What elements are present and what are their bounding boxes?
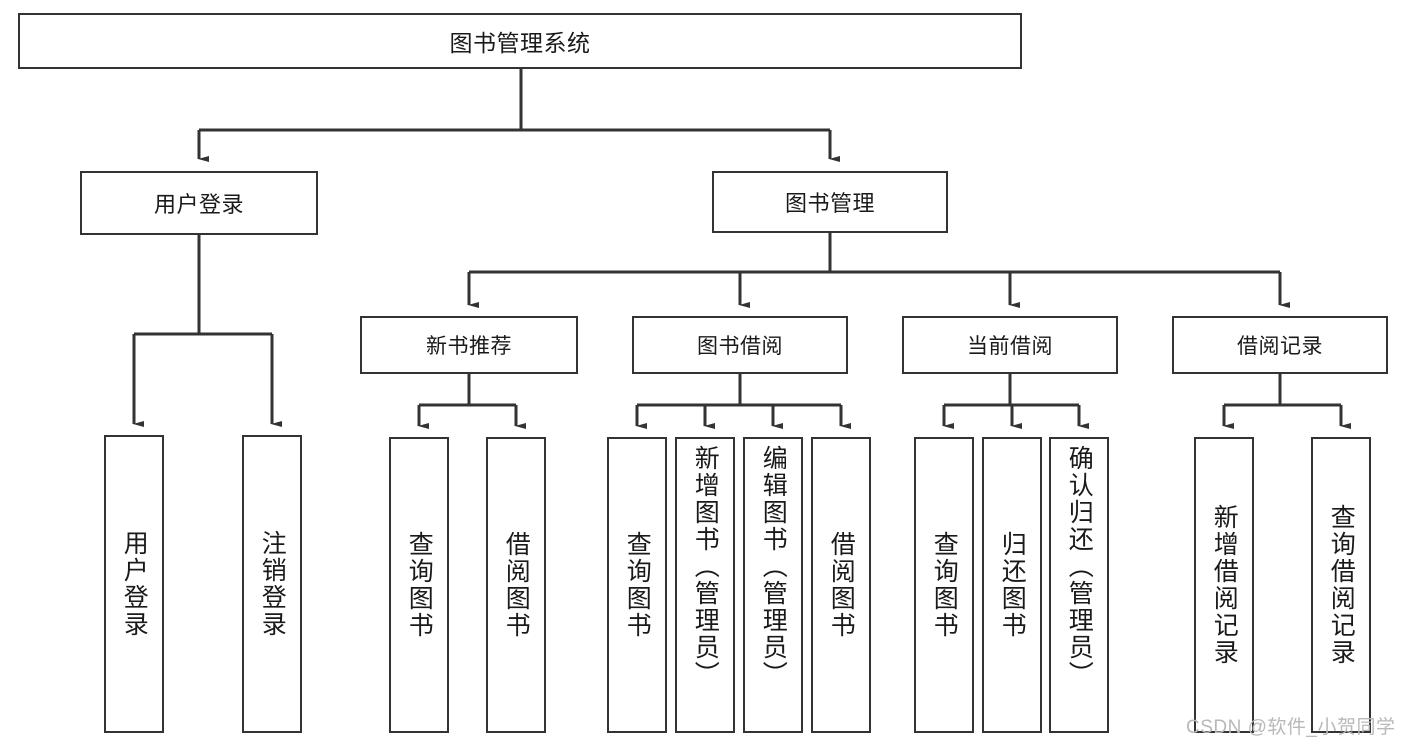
node-label: 新书推荐 (426, 335, 512, 358)
node-root-system[interactable]: 图书管理系统 (18, 13, 1022, 69)
node-label: 图书管理系统 (449, 30, 591, 56)
node-label: 借阅记录 (1237, 335, 1323, 358)
leaf-new-book-query[interactable]: 查询图书 (389, 437, 449, 733)
leaf-label: 新增借阅记录 (1210, 504, 1239, 666)
node-new-book-recommend[interactable]: 新书推荐 (360, 316, 578, 374)
leaf-label: 借阅图书 (502, 531, 531, 639)
leaf-book-borrow-edit-admin[interactable]: 编辑图书（管理员） (743, 437, 803, 733)
leaf-borrow-record-query[interactable]: 查询借阅记录 (1311, 437, 1371, 733)
leaf-label: 借阅图书 (827, 531, 856, 639)
leaf-label: 查询借阅记录 (1327, 504, 1356, 666)
node-label: 图书管理 (784, 191, 875, 216)
leaf-book-borrow-query[interactable]: 查询图书 (607, 437, 667, 733)
leaf-user-login-login[interactable]: 用户登录 (104, 435, 164, 733)
leaf-label: 查询图书 (405, 531, 434, 639)
leaf-label: 编辑图书（管理员） (759, 445, 788, 688)
leaf-current-borrow-query[interactable]: 查询图书 (914, 437, 974, 733)
leaf-label: 查询图书 (930, 531, 959, 639)
node-book-management[interactable]: 图书管理 (712, 171, 948, 233)
node-borrow-record[interactable]: 借阅记录 (1172, 316, 1388, 374)
leaf-user-login-logout[interactable]: 注销登录 (242, 435, 302, 733)
leaf-borrow-record-add[interactable]: 新增借阅记录 (1194, 437, 1254, 733)
leaf-book-borrow-add-admin[interactable]: 新增图书（管理员） (675, 437, 735, 733)
leaf-book-borrow-borrow[interactable]: 借阅图书 (811, 437, 871, 733)
node-label: 用户登录 (153, 192, 244, 217)
node-label: 当前借阅 (967, 335, 1053, 358)
leaf-label: 归还图书 (998, 531, 1027, 639)
node-book-borrow[interactable]: 图书借阅 (632, 316, 848, 374)
leaf-label: 用户登录 (120, 530, 149, 638)
node-label: 图书借阅 (697, 335, 783, 358)
leaf-label: 新增图书（管理员） (691, 445, 720, 688)
leaf-label: 查询图书 (623, 531, 652, 639)
watermark: CSDN @软件_小贺同学 (1186, 717, 1396, 738)
leaf-current-borrow-return[interactable]: 归还图书 (982, 437, 1042, 733)
leaf-label: 确认归还（管理员） (1065, 445, 1094, 688)
node-user-login[interactable]: 用户登录 (80, 171, 318, 235)
node-current-borrow[interactable]: 当前借阅 (902, 316, 1118, 374)
leaf-label: 注销登录 (258, 530, 287, 638)
leaf-new-book-borrow[interactable]: 借阅图书 (486, 437, 546, 733)
leaf-current-borrow-confirm-admin[interactable]: 确认归还（管理员） (1049, 437, 1109, 733)
